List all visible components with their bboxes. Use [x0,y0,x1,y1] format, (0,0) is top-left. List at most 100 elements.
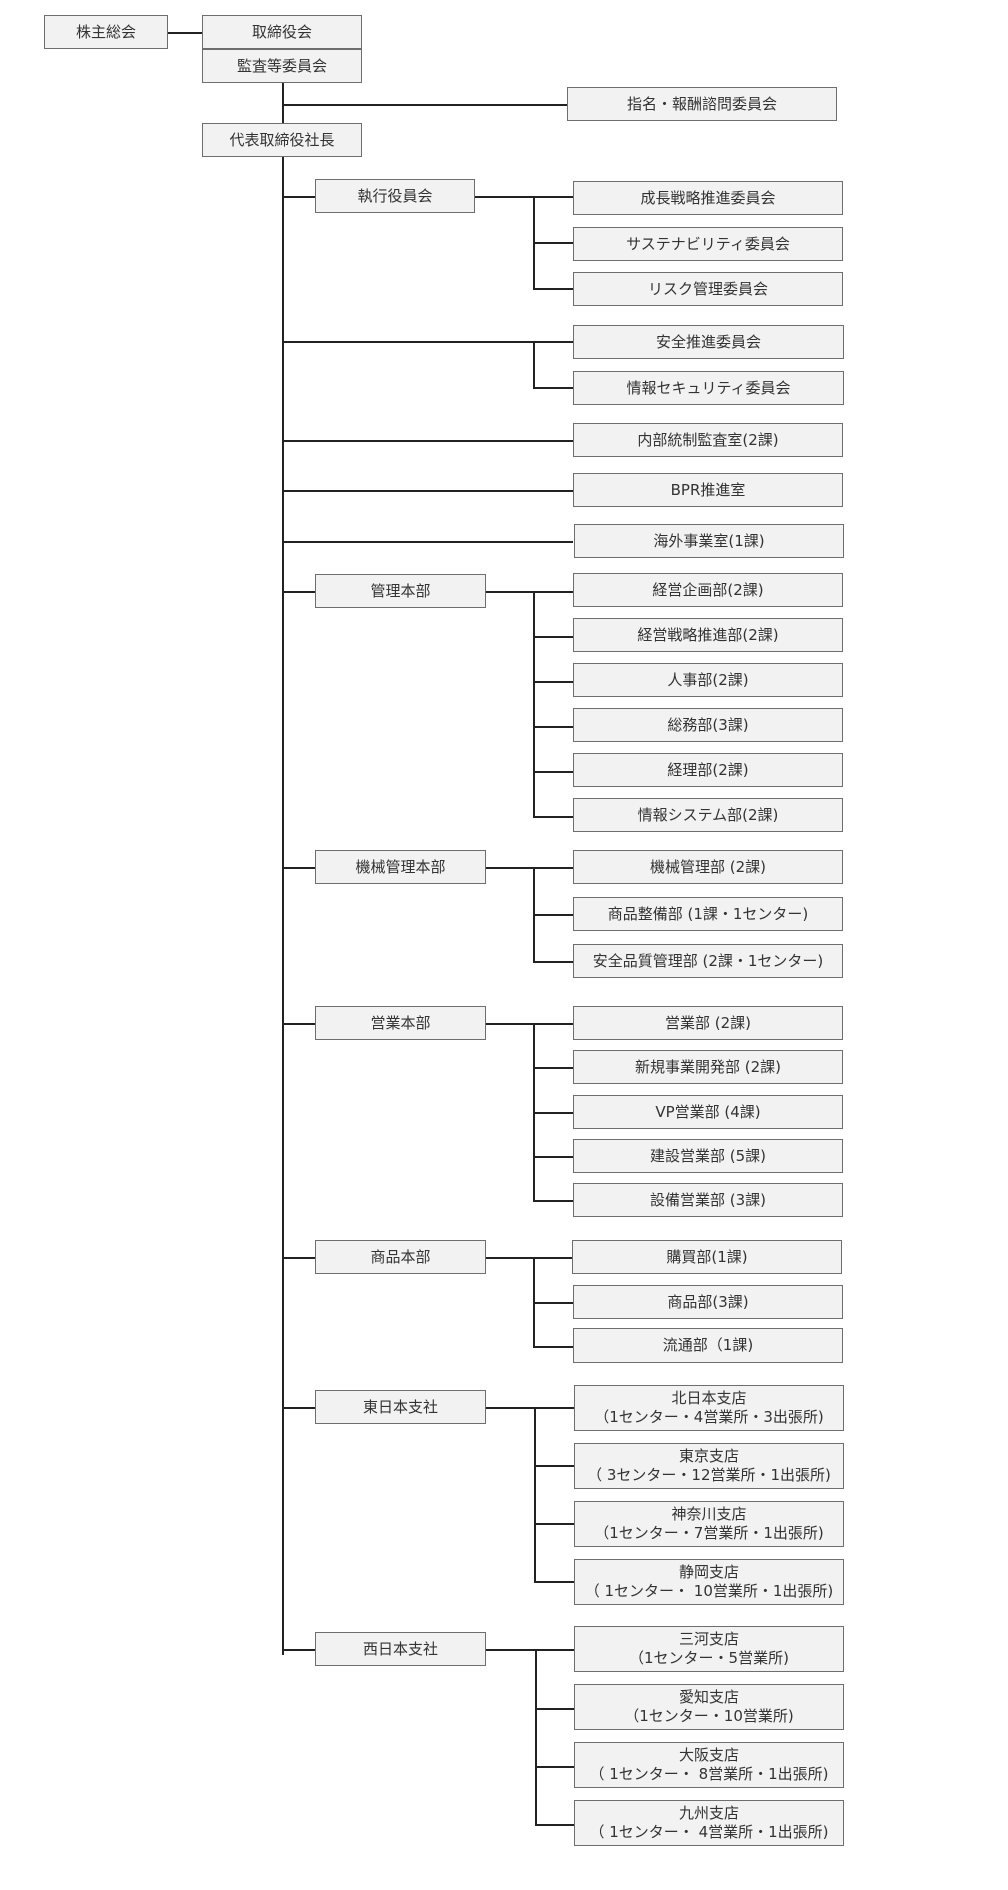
committee-growth-strategy: 成長戦略推進委員会 [573,181,843,215]
branch: 大阪支店 （ 1センター・ 8営業所・1出張所) [574,1742,844,1788]
nomination-committee: 指名・報酬諮問委員会 [567,87,837,121]
connector [282,490,573,492]
division-machinery: 機械管理本部 [315,850,486,884]
connector [282,591,315,593]
branch: 九州支店 （ 1センター・ 4営業所・1出張所) [574,1800,844,1846]
branch-name: 九州支店 [678,1804,739,1822]
branch-detail: （ 3センター・12営業所・1出張所) [587,1466,831,1484]
connector [282,1649,315,1651]
board-of-directors: 取締役会 [202,15,362,49]
connector [533,1023,535,1200]
connector [282,1407,315,1409]
branch: 東京支店 （ 3センター・12営業所・1出張所) [574,1443,844,1489]
branch-name: 神奈川支店 [671,1505,747,1523]
dept: VP営業部 (4課) [573,1095,843,1129]
connector [282,1257,315,1259]
connector [533,591,535,816]
connector [534,1407,536,1581]
branch-detail: （ 1センター・ 10営業所・1出張所) [584,1582,834,1600]
branch-name: 静岡支店 [678,1563,739,1581]
dept: 安全品質管理部 (2課・1センター) [573,944,843,978]
connector [534,1523,574,1525]
connector-nomination [282,104,567,106]
connector [533,816,573,818]
dept: 新規事業開発部 (2課) [573,1050,843,1084]
branch-detail: （ 1センター・ 4営業所・1出張所) [589,1823,829,1841]
connector [486,1023,573,1025]
connector [533,1156,573,1158]
branch-name: 東京支店 [678,1447,739,1465]
dept: 経理部(2課) [573,753,843,787]
connector [534,1581,574,1583]
office-internal-audit: 内部統制監査室(2課) [573,423,843,457]
division-sales: 営業本部 [315,1006,486,1040]
dept: 経営戦略推進部(2課) [573,618,843,652]
connector [282,196,315,198]
branch-detail: （1センター・5営業所) [629,1649,789,1667]
branch-name: 愛知支店 [678,1688,739,1706]
connector [475,196,573,198]
connector [282,1023,315,1025]
connector [486,1257,573,1259]
connector [533,1257,535,1346]
connector [533,1302,573,1304]
connector [533,726,573,728]
connector [533,961,573,963]
connector [533,1067,573,1069]
committee-info-security: 情報セキュリティ委員会 [573,371,844,405]
committee-sustainability: サステナビリティ委員会 [573,227,843,261]
branch: 神奈川支店 （1センター・7営業所・1出張所) [574,1501,844,1547]
connector [533,914,573,916]
division-merchandise: 商品本部 [315,1240,486,1274]
dept: 商品部(3課) [573,1285,843,1319]
branch-detail: （1センター・10営業所) [624,1707,794,1725]
connector-shareholders-board [168,32,202,34]
connector [282,440,573,442]
connector [533,387,573,389]
division-west-japan: 西日本支社 [315,1632,486,1666]
shareholders-meeting: 株主総会 [44,15,168,49]
connector [535,1824,574,1826]
division-administration: 管理本部 [315,574,486,608]
division-east-japan: 東日本支社 [315,1390,486,1424]
dept: 総務部(3課) [573,708,843,742]
connector [533,1346,573,1348]
connector [282,541,573,543]
dept: 商品整備部 (1課・1センター) [573,897,843,931]
branch: 三河支店 （1センター・5営業所) [574,1626,844,1672]
dept: 機械管理部 (2課) [573,850,843,884]
branch-name: 北日本支店 [671,1389,747,1407]
main-trunk [282,157,284,1655]
connector [533,242,573,244]
connector [533,771,573,773]
dept: 流通部（1課) [573,1328,843,1363]
branch-name: 大阪支店 [678,1746,739,1764]
connector [486,1649,574,1651]
connector [533,681,573,683]
branch: 北日本支店 （1センター・4営業所・3出張所) [574,1385,844,1431]
connector [535,1649,537,1824]
connector [534,1465,574,1467]
connector [533,288,573,290]
committee-risk: リスク管理委員会 [573,272,843,306]
president: 代表取締役社長 [202,123,362,157]
audit-committee: 監査等委員会 [202,49,362,83]
dept: 購買部(1課) [572,1240,842,1274]
branch-detail: （1センター・7営業所・1出張所) [594,1524,824,1542]
branch-detail: （ 1センター・ 8営業所・1出張所) [589,1765,829,1783]
branch-detail: （1センター・4営業所・3出張所) [594,1408,824,1426]
connector [486,1407,574,1409]
office-overseas: 海外事業室(1課) [574,524,844,558]
dept: 設備営業部 (3課) [573,1183,843,1217]
branch: 静岡支店 （ 1センター・ 10営業所・1出張所) [574,1559,844,1605]
connector [486,591,573,593]
connector [533,636,573,638]
executive-committee: 執行役員会 [315,179,475,213]
dept: 情報システム部(2課) [573,798,843,832]
dept: 人事部(2課) [573,663,843,697]
branch-name: 三河支店 [678,1630,739,1648]
connector [535,1708,574,1710]
dept: 経営企画部(2課) [573,573,843,607]
connector [533,1112,573,1114]
dept: 建設営業部 (5課) [573,1139,843,1173]
